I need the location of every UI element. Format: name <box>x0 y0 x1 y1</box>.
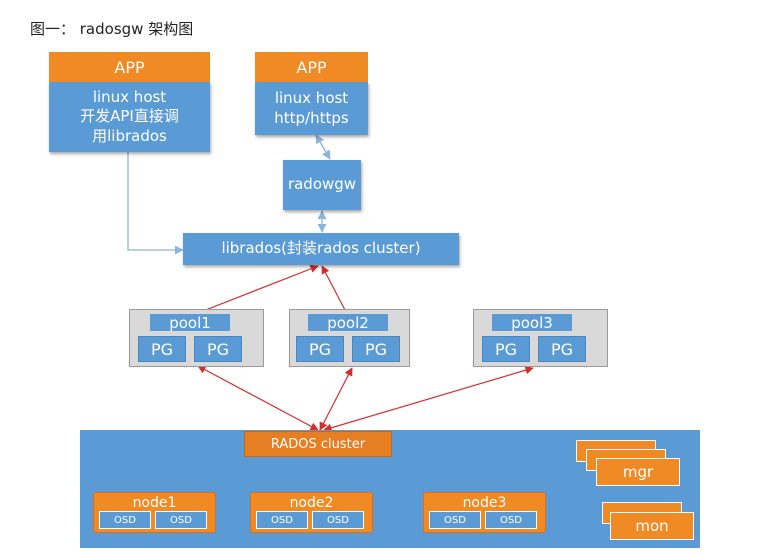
pool3-pg-2: PG <box>538 336 586 362</box>
node1-osd-2: OSD <box>155 511 207 529</box>
app-right-line-2: http/https <box>274 108 349 127</box>
app-right-line-1: linux host <box>274 89 349 107</box>
app-left-box: linux host 开发API直接调 用librados <box>49 82 210 152</box>
pool2-pg-1: PG <box>296 336 344 362</box>
node1-osd-1: OSD <box>99 511 151 529</box>
pool2-label: pool2 <box>308 314 388 332</box>
rados-cluster-box: RADOS cluster <box>244 431 392 457</box>
mgr-box: mgr <box>596 458 680 486</box>
node3-osd-2: OSD <box>485 511 537 529</box>
pool3-pg-1: PG <box>482 336 530 362</box>
app-left-line-3: 用librados <box>92 126 167 145</box>
app-right-header: APP <box>255 52 368 82</box>
node1: node1 OSD OSD <box>93 492 216 533</box>
node2-osd-1: OSD <box>256 511 308 529</box>
edge-app-right-to-radosgw <box>315 134 331 160</box>
pool1-label: pool1 <box>150 314 230 332</box>
librados-box: librados(封装rados cluster) <box>183 233 459 265</box>
edge-pool1-to-librados <box>197 264 319 314</box>
node3: node3 OSD OSD <box>423 492 546 533</box>
node2-label: node2 <box>289 495 334 511</box>
pool1-pg-1: PG <box>138 336 186 362</box>
edge-rados-to-pool2 <box>319 367 353 431</box>
node3-label: node3 <box>462 495 507 511</box>
app-left-header: APP <box>49 52 210 82</box>
edge-pool2-to-librados <box>321 265 346 311</box>
edge-rados-to-pool1 <box>197 365 319 431</box>
figure-caption: 图一： radosgw 架构图 <box>30 20 194 38</box>
node1-label: node1 <box>132 495 177 511</box>
app-left-line-1: linux host <box>92 87 167 106</box>
radosgw-box: radowgw <box>283 160 361 210</box>
node3-osd-1: OSD <box>429 511 481 529</box>
edge-rados-to-pool3 <box>323 366 534 432</box>
app-left-line-2: 开发API直接调 <box>80 107 179 126</box>
pool3-label: pool3 <box>492 314 572 332</box>
app-right-box: linux host http/https <box>255 82 368 135</box>
pool2-pg-2: PG <box>352 336 400 362</box>
pool1-pg-2: PG <box>194 336 242 362</box>
node2-osd-2: OSD <box>312 511 364 529</box>
edge-app-left-to-librados <box>127 152 184 255</box>
mon-box: mon <box>610 512 694 540</box>
node2: node2 OSD OSD <box>250 492 373 533</box>
